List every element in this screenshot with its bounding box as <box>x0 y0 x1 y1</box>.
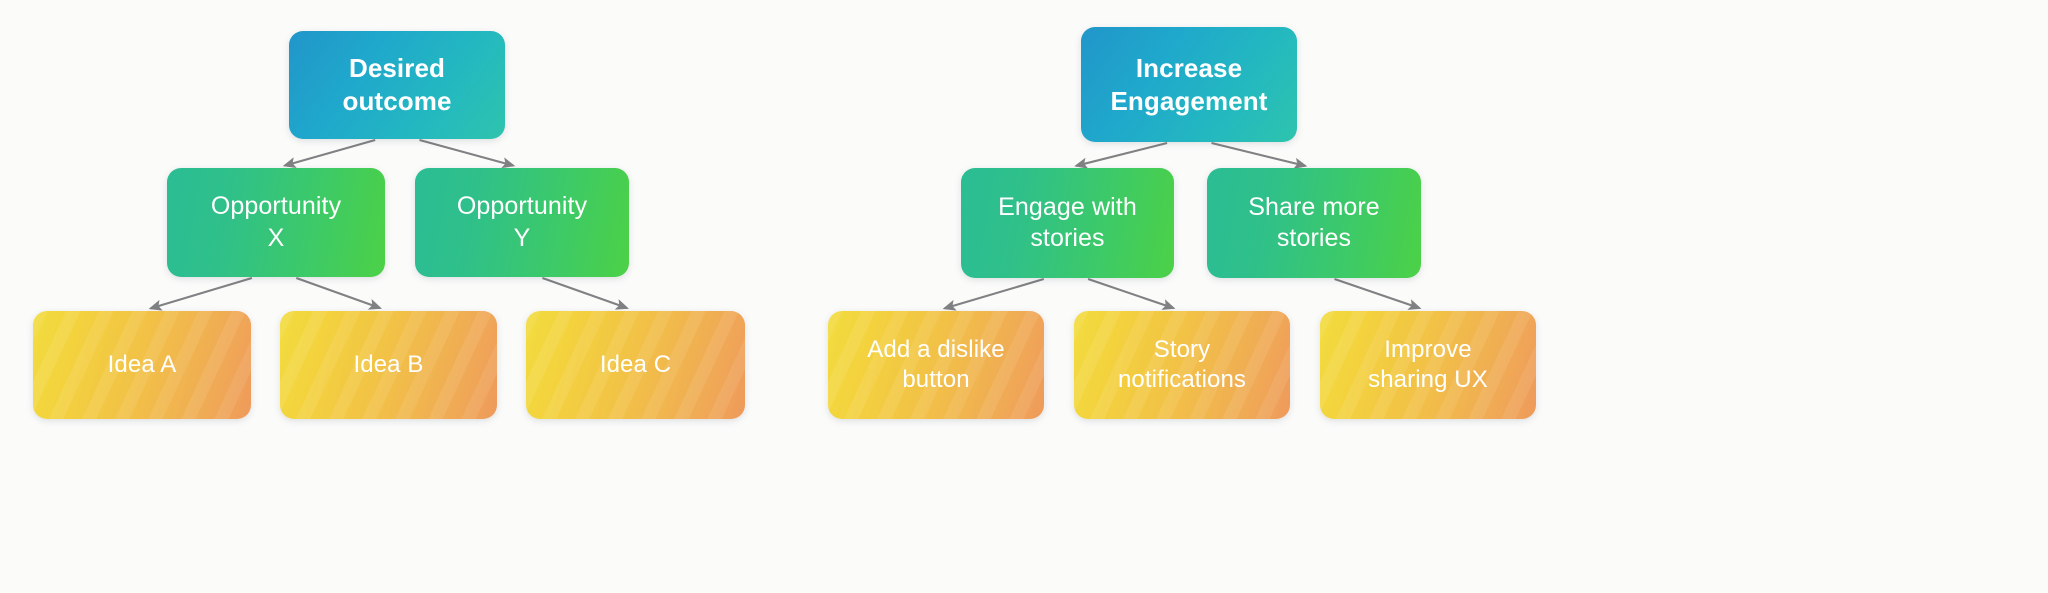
node-label: Opportunity Y <box>456 192 588 252</box>
edge-g-opp-y-to-g-idea-c <box>542 277 629 310</box>
node-label: Improve sharing UX <box>1368 335 1488 393</box>
node-e-opp-2[interactable]: Share more stories <box>1207 168 1421 278</box>
edge-e-outcome-to-e-opp-1 <box>1074 141 1168 169</box>
node-label: Story notifications <box>1117 335 1247 393</box>
node-label: Idea C <box>599 350 672 378</box>
edge-g-outcome-to-g-opp-x <box>282 138 376 169</box>
edge-e-opp-1-to-e-idea-1 <box>942 277 1045 311</box>
node-e-idea-2[interactable]: Story notifications <box>1074 311 1290 419</box>
node-label: Desired outcome <box>342 53 452 116</box>
node-g-opp-x[interactable]: Opportunity X <box>167 168 385 277</box>
node-e-idea-1[interactable]: Add a dislike button <box>828 311 1044 419</box>
node-g-idea-b[interactable]: Idea B <box>280 311 497 419</box>
node-label: Share more stories <box>1248 192 1380 253</box>
edge-g-opp-x-to-g-idea-b <box>295 277 382 310</box>
node-e-idea-3[interactable]: Improve sharing UX <box>1320 311 1536 419</box>
node-label: Increase Engagement <box>1110 52 1268 116</box>
node-label: Engage with stories <box>998 192 1137 253</box>
node-g-idea-c[interactable]: Idea C <box>526 311 745 419</box>
node-label: Opportunity X <box>210 192 342 252</box>
node-label: Idea B <box>353 350 424 378</box>
edge-g-opp-x-to-g-idea-a <box>148 276 253 311</box>
node-label: Add a dislike button <box>867 335 1005 393</box>
edge-e-outcome-to-e-opp-2 <box>1211 141 1308 169</box>
node-e-opp-1[interactable]: Engage with stories <box>961 168 1174 278</box>
node-label: Idea A <box>107 350 177 378</box>
node-g-outcome[interactable]: Desired outcome <box>289 31 505 139</box>
node-g-idea-a[interactable]: Idea A <box>33 311 251 419</box>
node-e-outcome[interactable]: Increase Engagement <box>1081 27 1297 142</box>
edge-g-outcome-to-g-opp-y <box>419 138 516 169</box>
node-g-opp-y[interactable]: Opportunity Y <box>415 168 629 277</box>
edge-e-opp-2-to-e-idea-3 <box>1334 278 1422 310</box>
edge-e-opp-1-to-e-idea-2 <box>1087 278 1176 310</box>
